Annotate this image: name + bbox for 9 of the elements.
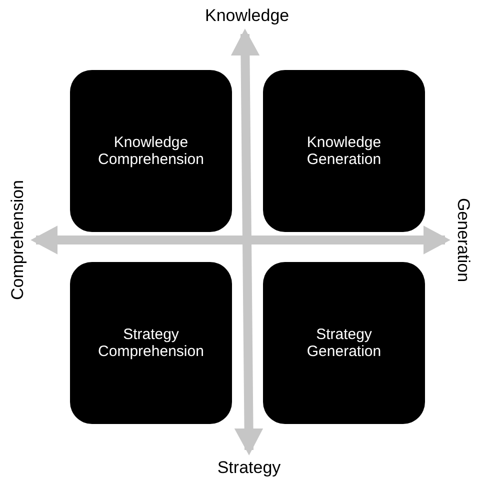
axis-label: Strategy: [214, 458, 284, 478]
axis-label: Generation: [453, 195, 473, 285]
quadrant-box: Strategy Comprehension: [70, 262, 232, 424]
axis-arrow: [230, 28, 264, 456]
axis-label: Comprehension: [8, 180, 28, 300]
quadrant-box: Strategy Generation: [263, 262, 425, 424]
quadrant-box: Knowledge Generation: [263, 70, 425, 232]
axis-arrow: [30, 226, 450, 254]
quadrant-box: Knowledge Comprehension: [70, 70, 232, 232]
